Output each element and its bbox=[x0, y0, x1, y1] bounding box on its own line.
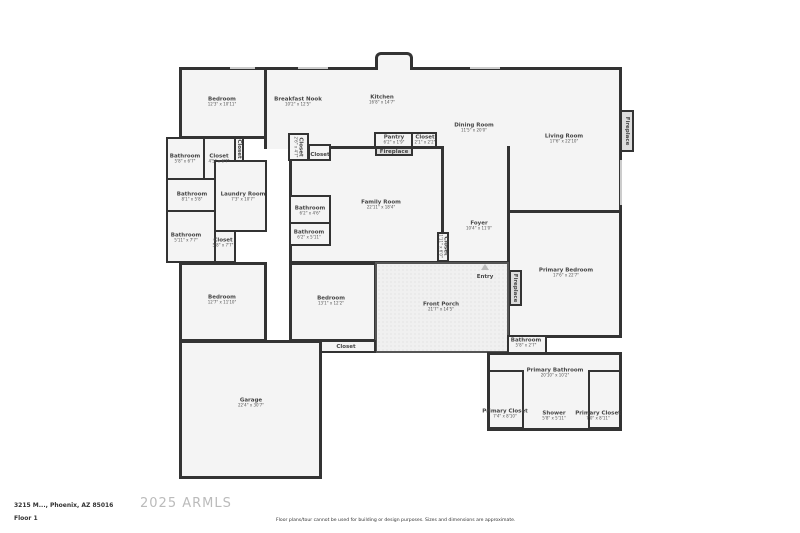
entry-label: Entry bbox=[476, 273, 494, 280]
kitchen-bay bbox=[375, 52, 413, 70]
fireplace-label: Fireplace bbox=[379, 148, 409, 155]
window bbox=[620, 160, 622, 205]
laundry-room bbox=[214, 160, 267, 232]
primary-bedroom bbox=[507, 210, 622, 338]
primary-closet-2 bbox=[588, 370, 621, 429]
floor-label: Floor 1 bbox=[14, 515, 38, 522]
room-label: Closet bbox=[236, 139, 243, 159]
watermark: 2025 ARMLS bbox=[140, 496, 232, 511]
room-label: Closet bbox=[310, 151, 330, 158]
foyer bbox=[441, 146, 510, 264]
fireplace-label: Fireplace bbox=[624, 116, 631, 146]
window bbox=[230, 67, 255, 69]
bathroom-4 bbox=[289, 195, 331, 224]
room-label: Closet bbox=[336, 343, 356, 350]
entry-arrow-icon bbox=[481, 264, 489, 270]
front-porch bbox=[375, 262, 509, 353]
disclaimer: Floor plans/tour cannot be used for buil… bbox=[276, 518, 516, 523]
bedroom-sw bbox=[179, 262, 267, 342]
fireplace-primary bbox=[509, 270, 522, 306]
primary-closet-1 bbox=[488, 370, 524, 429]
address: 3215 M..., Phoenix, AZ 85016 bbox=[14, 502, 114, 509]
closet-5 bbox=[308, 144, 331, 161]
fireplace-label: Fireplace bbox=[512, 273, 519, 303]
bathroom-5 bbox=[289, 222, 331, 246]
fireplace-living bbox=[620, 110, 634, 152]
bedroom-center bbox=[289, 262, 377, 342]
bedroom-nw bbox=[179, 67, 267, 139]
closet-6 bbox=[411, 132, 437, 148]
window bbox=[298, 67, 328, 69]
garage bbox=[179, 340, 322, 479]
fireplace-family bbox=[375, 147, 413, 156]
closet-7 bbox=[437, 232, 449, 262]
bathroom-1 bbox=[166, 137, 205, 180]
window bbox=[470, 67, 500, 69]
